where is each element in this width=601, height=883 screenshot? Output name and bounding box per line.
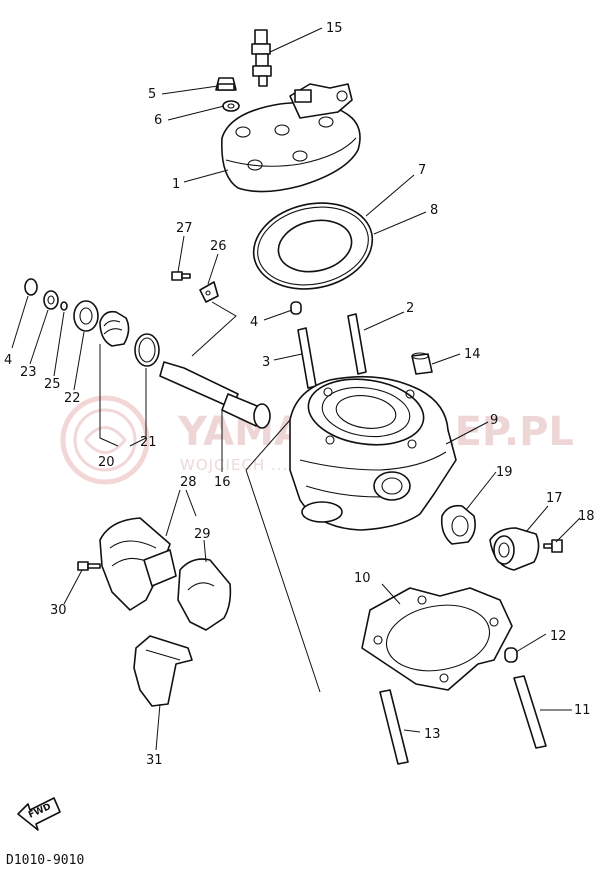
callout-30: 30 [50,603,67,618]
callout-22: 22 [64,391,81,406]
callout-15: 15 [326,21,343,36]
callout-28: 28 [180,475,197,490]
callout-20: 20 [98,455,115,470]
part-intake-bolt [77,561,101,571]
part-bracket [199,281,219,303]
callout-26: 26 [210,239,227,254]
part-base-dowel [504,647,518,663]
callout-1: 1 [172,177,180,192]
callout-11: 11 [574,703,591,718]
callout-5: 5 [148,87,156,102]
callout-10: 10 [354,571,371,586]
callout-7: 7 [418,163,426,178]
callout-17: 17 [546,491,563,506]
callout-19: 19 [496,465,513,480]
callout-2: 2 [406,301,414,316]
part-washer [222,100,240,112]
callout-16: 16 [214,475,231,490]
callout-12: 12 [550,629,567,644]
callout-4-upper: 4 [250,315,258,330]
part-cover-bolt [543,539,563,553]
callout-23: 23 [20,365,37,380]
callout-18: 18 [578,509,595,524]
callout-29: 29 [194,527,211,542]
part-small-bolt [171,271,191,281]
callout-31: 31 [146,753,163,768]
callout-6: 6 [154,113,162,128]
diagram-code: D1010-9010 [6,853,84,868]
fwd-arrow-icon: FWD [17,797,61,831]
part-dowel-pin [290,301,302,315]
part-base-gasket [361,587,513,691]
callout-4-left: 4 [4,353,12,368]
part-exhaust-valve-parts [24,278,160,367]
callout-25: 25 [44,377,61,392]
part-intake-manifold [99,517,177,611]
part-head-gaskets [252,202,374,290]
part-valve-shaft [159,361,271,429]
part-stud-nut [411,352,433,375]
part-nut [215,77,237,91]
callout-3: 3 [262,355,270,370]
part-port-gasket [440,504,476,545]
callout-27: 27 [176,221,193,236]
part-studs-upper [297,313,367,389]
part-port-cover [489,527,540,571]
callout-8: 8 [430,203,438,218]
callout-21: 21 [140,435,157,450]
leader-lines [11,27,581,751]
part-studs-lower [379,675,547,765]
part-cylinder-block [289,375,457,531]
callout-labels: 15 5 6 1 7 8 27 26 4 4 2 3 14 23 25 22 2… [4,21,595,768]
callout-13: 13 [424,727,441,742]
part-guard-clip [133,635,193,707]
callout-14: 14 [464,347,481,362]
callout-9: 9 [490,413,498,428]
part-intake-gasket [177,558,232,631]
part-spark-plug [251,29,272,87]
part-cylinder-head [221,83,361,193]
